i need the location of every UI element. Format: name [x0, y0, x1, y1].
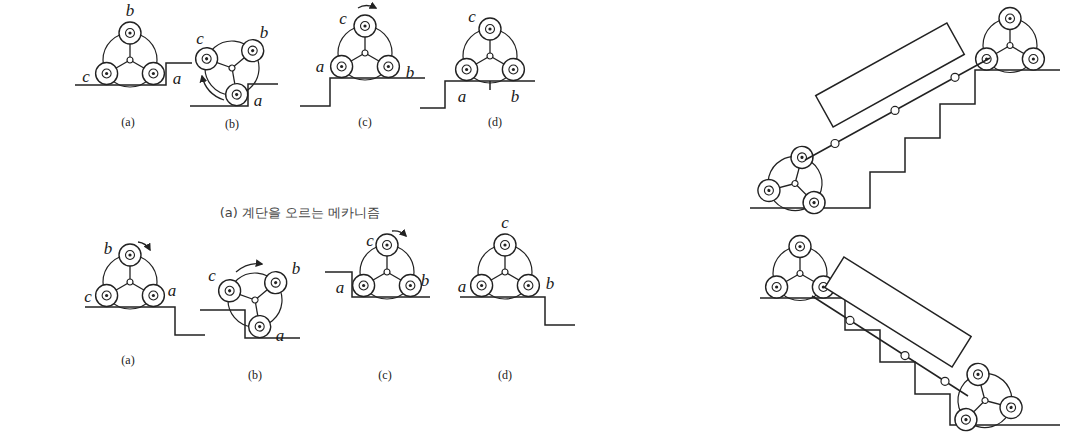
- wheel-label: c: [84, 288, 92, 305]
- wheel-label: b: [104, 240, 113, 257]
- figure-label: (d): [488, 116, 502, 128]
- wheel-label: c: [196, 30, 204, 47]
- wheel-label: b: [126, 2, 135, 19]
- figure-label: (b): [225, 118, 239, 130]
- figure-label: (c): [378, 369, 391, 381]
- figure-label: (a): [121, 116, 134, 128]
- wheel-label: b: [511, 88, 520, 105]
- wheel-label: a: [458, 88, 467, 105]
- figure-label: (c): [358, 116, 371, 128]
- wheel-label: b: [421, 272, 430, 289]
- wheel-label: a: [168, 282, 177, 299]
- wheel-label: b: [292, 260, 301, 277]
- climbing-vehicle: [805, 23, 990, 160]
- wheel-label: b: [260, 24, 269, 41]
- rotation-arrows: [138, 6, 406, 273]
- wheel-label: b: [406, 64, 415, 81]
- wheel-label: c: [82, 68, 90, 85]
- wheel-label: a: [173, 70, 182, 87]
- figure-label: (a): [121, 354, 134, 366]
- wheel-label: a: [276, 327, 285, 344]
- wheel-label: c: [366, 232, 374, 249]
- wheel-label: c: [468, 8, 476, 25]
- wheel-label: a: [316, 58, 325, 75]
- wheel-label: c: [501, 214, 509, 231]
- figure-caption: (a) 계단을 오르는 메카니즘: [220, 206, 381, 219]
- wheel-label: b: [546, 275, 555, 292]
- wheel-label: c: [339, 10, 347, 27]
- figure-label: (b): [248, 369, 262, 381]
- figure-label: (d): [498, 369, 512, 381]
- wheel-units: [96, 8, 1045, 436]
- wheel-label: a: [254, 92, 263, 109]
- descending-vehicle: [812, 257, 971, 396]
- wheel-label: a: [336, 279, 345, 296]
- wheel-label: a: [458, 278, 467, 295]
- wheel-label: c: [208, 267, 216, 284]
- stairs: [75, 63, 1060, 425]
